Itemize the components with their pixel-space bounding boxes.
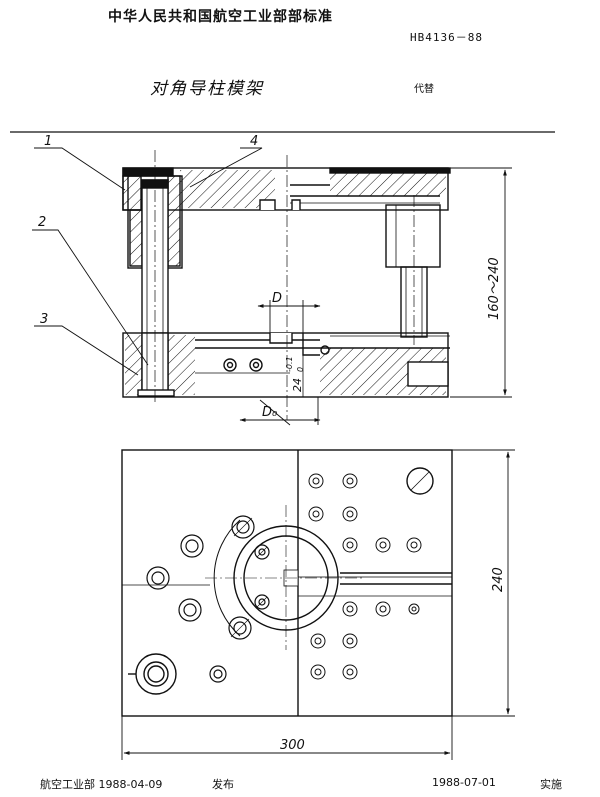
bush-diameter-label: D₀ [262,405,278,420]
tolerance-main: 24 [291,378,304,392]
replaces-label: 代替 [414,84,434,95]
document-title: 对角导柱模架 [150,79,264,99]
upper-plate-flange [122,167,174,177]
callout-1: 1 [44,134,52,149]
guide-diameter-label: D [272,291,282,306]
tolerance-upper: -0.1 [285,356,294,372]
plan-pillar-upper-right [406,467,434,495]
guide-bush-right [385,204,441,268]
callout-2: 2 [38,215,46,230]
guide-bush-wall-r [167,175,181,267]
upper-plate-hatch-right [330,170,446,196]
plan-width-label: 300 [280,738,305,753]
bush-diameter-dimension [239,397,321,426]
callout-leaders [32,147,263,376]
plan-outline [121,449,453,717]
plan-centerlines [205,505,365,650]
guide-bush-wall-l [129,209,143,267]
guide-diameter-dimension [257,300,321,333]
plan-holes [146,473,422,683]
plan-height-label: 240 [491,567,506,592]
front-bolt-2 [249,358,263,372]
callout-4: 4 [250,134,258,149]
front-bolt-1 [223,358,237,372]
plan-view [121,449,453,717]
footer-issued-label: 发布 [212,778,234,791]
callout-1-block [122,175,142,211]
footer-implemented-label: 实施 [540,778,562,791]
upper-plate-flange-r [329,167,451,174]
tolerance-lower: 0 [296,367,305,372]
plan-height-dimension [452,449,515,717]
plan-width-dimension [121,716,453,760]
standard-code: HB4136－88 [410,31,483,44]
upper-plate-hatch-left [180,170,275,208]
front-section-view [122,167,451,398]
front-centerlines [154,150,415,420]
organization-title: 中华人民共和国航空工业部部标准 [108,9,333,25]
lower-slot [407,361,449,387]
callout-3: 3 [40,312,48,327]
front-pin [320,345,330,355]
upper-window [297,449,453,578]
height-dimension [450,167,512,398]
lower-pillar-socket [141,332,169,396]
footer-effective-date: 1988-07-01 [432,776,496,789]
height-range-label: 160～240 [487,257,502,320]
plan-bush-lower-left [135,653,177,695]
footer-issuer: 航空工业部 1988-04-09 [40,778,163,791]
